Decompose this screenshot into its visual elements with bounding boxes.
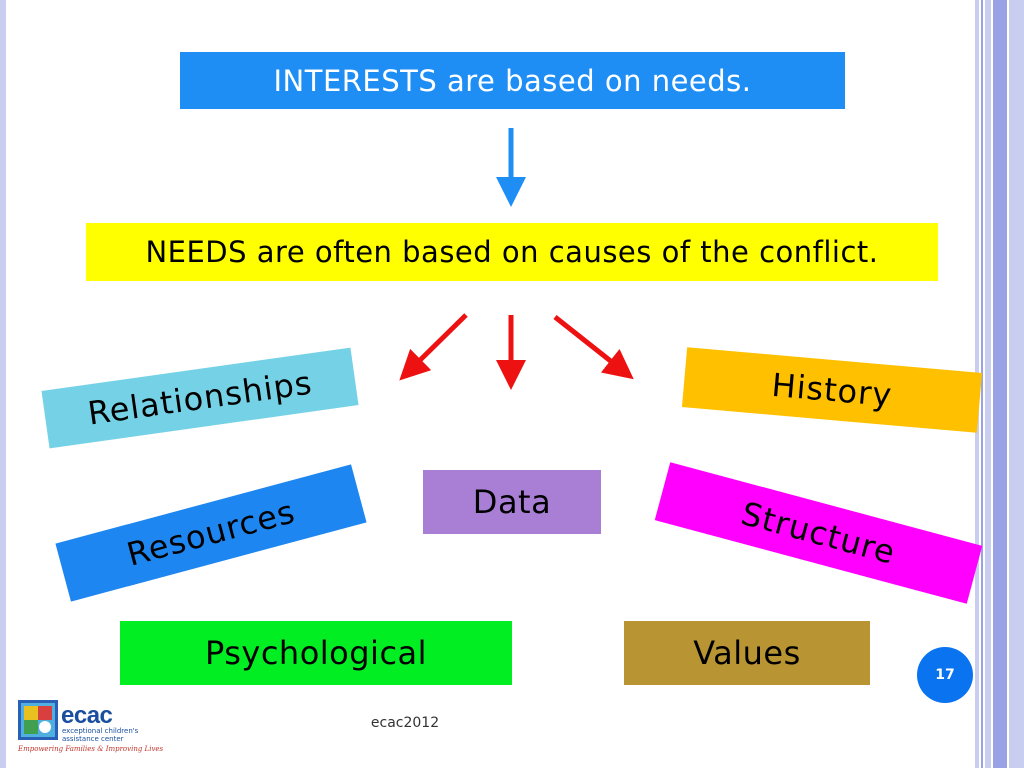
footer-text: ecac2012 bbox=[370, 715, 440, 731]
arrow-left-red bbox=[399, 313, 468, 381]
logo-tagline: Empowering Families & Improving Lives bbox=[18, 745, 164, 753]
logo-wordmark: ecac bbox=[61, 702, 113, 729]
ecac-logo: ecac exceptional children's assistance c… bbox=[18, 700, 163, 760]
interests-box: INTERESTS are based on needs. bbox=[180, 52, 845, 109]
cause-psychological: Psychological bbox=[120, 621, 512, 685]
cause-data: Data bbox=[423, 470, 601, 534]
logo-subtitle: exceptional children's assistance center bbox=[62, 727, 139, 743]
cause-values: Values bbox=[624, 621, 870, 685]
arrow-right-red bbox=[553, 315, 634, 380]
needs-box: NEEDS are often based on causes of the c… bbox=[86, 223, 938, 281]
page-number-badge: 17 bbox=[917, 647, 973, 703]
slide-frame-left bbox=[0, 0, 6, 768]
ecac-logo-icon bbox=[18, 700, 58, 740]
